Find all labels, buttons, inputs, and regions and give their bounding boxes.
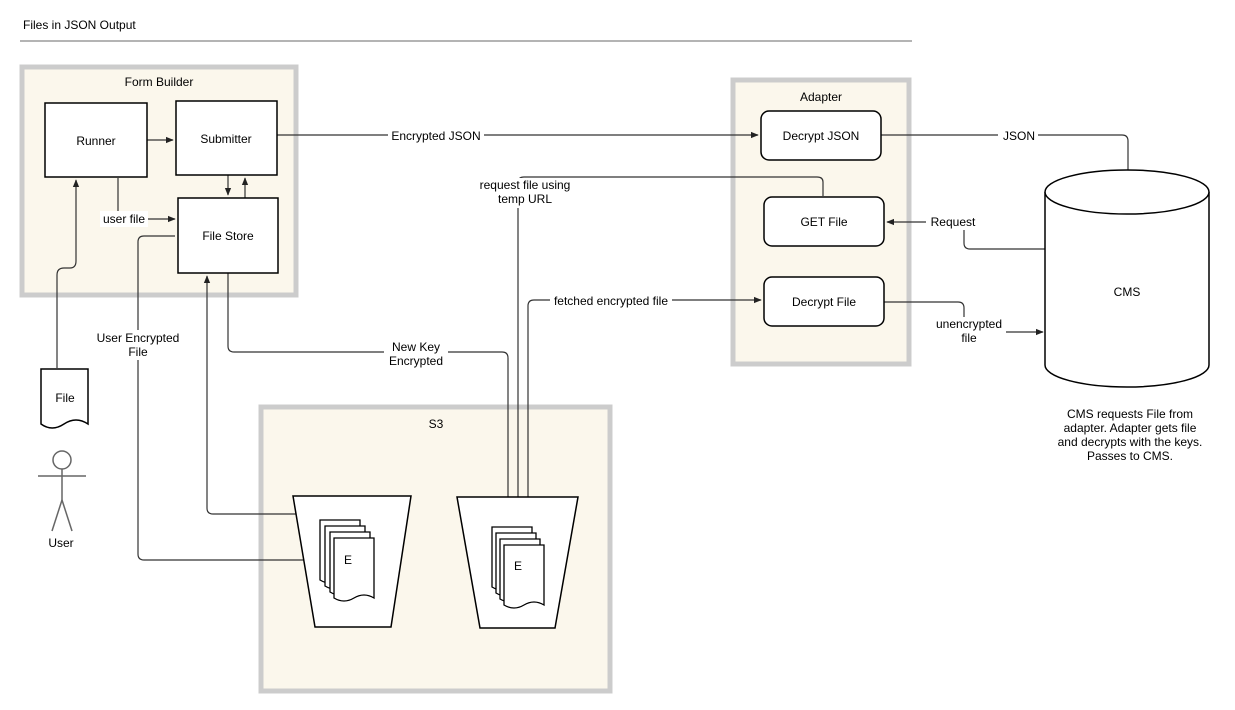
decrypt-json-label: Decrypt JSON xyxy=(783,129,860,143)
note-line-1: CMS requests File from xyxy=(1067,407,1193,421)
edge-filestore-bucket2 xyxy=(227,273,512,528)
file-document-label: File xyxy=(55,391,75,405)
user-label: User xyxy=(48,536,73,550)
get-file-node: GET File xyxy=(763,196,885,247)
label-unencrypted-line2: file xyxy=(961,331,977,345)
form-builder-label: Form Builder xyxy=(125,75,194,89)
label-user-encrypted-line1: User Encrypted xyxy=(97,331,180,345)
bucket-2-stacked-docs-icon xyxy=(491,526,545,609)
bucket-2-doc-label: E xyxy=(514,559,522,573)
bucket-1-stacked-docs-icon xyxy=(319,519,375,602)
label-user-file: user file xyxy=(103,212,145,226)
edge-bucket2-decryptfile xyxy=(527,296,762,527)
cms-label: CMS xyxy=(1114,285,1141,299)
cms-note: CMS requests File from adapter. Adapter … xyxy=(1058,407,1203,463)
decrypt-file-node: Decrypt File xyxy=(763,276,885,327)
label-request: Request xyxy=(931,215,976,229)
file-store-label: File Store xyxy=(202,229,254,243)
label-encrypted-json: Encrypted JSON xyxy=(391,129,480,143)
file-document: File xyxy=(40,368,89,429)
s3-bucket-1: E xyxy=(292,495,412,628)
cms-database: CMS xyxy=(1044,169,1210,388)
edge-file-runner xyxy=(56,179,80,368)
edge-decryptjson-cms xyxy=(881,134,1132,189)
get-file-label: GET File xyxy=(800,215,847,229)
runner-node: Runner xyxy=(44,102,148,178)
s3-bucket-2: E xyxy=(456,496,579,629)
s3-label: S3 xyxy=(429,417,444,431)
decrypt-json-node: Decrypt JSON xyxy=(760,110,882,161)
note-line-3: and decrypts with the keys. xyxy=(1058,435,1203,449)
label-unencrypted-line1: unencrypted xyxy=(936,317,1002,331)
diagram-title: Files in JSON Output xyxy=(23,18,136,32)
edge-labels: user file Encrypted JSON JSON Request re… xyxy=(94,127,1038,370)
decrypt-file-label: Decrypt File xyxy=(792,295,856,309)
label-fetched-encrypted-file: fetched encrypted file xyxy=(554,294,668,308)
label-user-encrypted-line2: File xyxy=(128,345,148,359)
note-line-4: Passes to CMS. xyxy=(1087,449,1173,463)
user-actor-icon xyxy=(38,450,86,532)
label-new-key-line1: New Key xyxy=(392,340,440,354)
bucket-1-doc-label: E xyxy=(344,553,352,567)
note-line-2: adapter. Adapter gets file xyxy=(1064,421,1197,435)
file-store-node: File Store xyxy=(177,197,279,274)
submitter-label: Submitter xyxy=(200,132,251,146)
label-request-file-line1: request file using xyxy=(480,178,571,192)
runner-label: Runner xyxy=(76,134,115,148)
label-request-file-line2: temp URL xyxy=(498,192,552,206)
submitter-node: Submitter xyxy=(175,100,278,176)
edge-filestore-bucket1 xyxy=(137,235,318,564)
label-json: JSON xyxy=(1003,129,1035,143)
label-new-key-line2: Encrypted xyxy=(389,354,443,368)
adapter-label: Adapter xyxy=(800,90,842,104)
